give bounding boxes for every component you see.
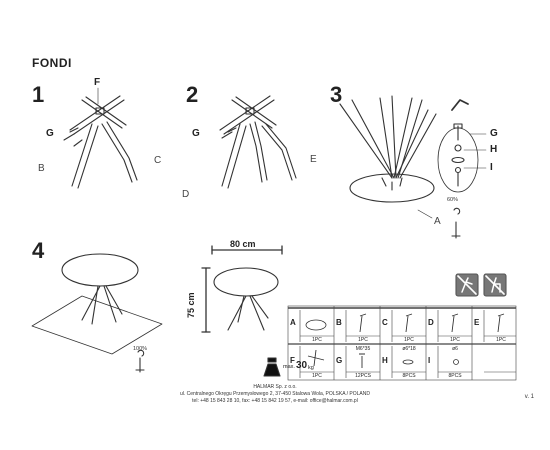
max-load-prefix: max.: [283, 364, 295, 370]
part-letter-i: I: [428, 356, 431, 365]
torque-100-percent: 100%: [133, 346, 148, 352]
part-qty-e: 1PC: [496, 337, 506, 343]
part-letter-d: D: [428, 318, 434, 327]
label-h: H: [490, 144, 498, 155]
part-spec-i: ø6: [452, 346, 458, 352]
no-sitting-icon: [483, 273, 507, 297]
label-f: F: [94, 77, 101, 88]
label-c: C: [154, 155, 162, 166]
part-qty-b: 1PC: [358, 337, 368, 343]
step-2-illustration: [219, 95, 297, 189]
label-g-step1: G: [46, 128, 54, 139]
dimension-height: 75 cm: [186, 292, 196, 318]
footer-address: ul. Centralnego Okręgu Przemysłowego 2, …: [179, 391, 370, 397]
step-3-illustration: [339, 95, 487, 239]
weight-icon: [263, 357, 281, 377]
dimension-illustration: [201, 245, 283, 333]
step-4-illustration: [31, 253, 163, 373]
step-4-number: 4: [32, 238, 45, 263]
part-qty-c: 1PC: [404, 337, 414, 343]
product-title: FONDI: [32, 56, 72, 70]
step-2-number: 2: [186, 82, 199, 107]
step-1-number: 1: [32, 82, 45, 107]
no-climbing-icon: [455, 273, 479, 297]
footer-company: HALMAR Sp. z o.o.: [253, 384, 297, 390]
part-qty-f: 1PC: [312, 373, 322, 379]
label-g-step2: G: [192, 128, 200, 139]
document-version: v. 1: [524, 394, 534, 400]
torque-60-percent: 60%: [447, 197, 459, 203]
part-letter-b: B: [336, 318, 342, 327]
part-spec-g: M6*35: [355, 346, 371, 352]
part-qty-g: 12PCS: [355, 373, 371, 379]
label-e: E: [310, 154, 317, 165]
part-letter-h: H: [382, 356, 388, 365]
dimension-width: 80 cm: [230, 239, 256, 249]
part-qty-d: 1PC: [450, 337, 460, 343]
part-qty-i: 8PCS: [448, 373, 462, 379]
max-load-unit: kg: [308, 365, 314, 371]
part-letter-e: E: [474, 318, 480, 327]
part-letter-a: A: [290, 318, 296, 327]
part-letter-g: G: [336, 356, 343, 365]
part-spec-h: ø6*18: [402, 346, 416, 352]
parts-table: [287, 305, 517, 381]
step-1-illustration: [63, 87, 138, 189]
label-i: I: [490, 162, 493, 173]
part-letter-c: C: [382, 318, 388, 327]
step-3-number: 3: [330, 82, 343, 107]
part-letter-f-cell: F: [290, 356, 295, 365]
part-qty-h: 8PCS: [402, 373, 416, 379]
label-g-step3: G: [490, 128, 498, 139]
part-qty-a: 1PC: [312, 337, 322, 343]
footer-contact: tel: +48 15 843 28 10, fax: +48 15 842 1…: [192, 398, 358, 404]
label-b: B: [38, 163, 45, 174]
label-d: D: [182, 189, 190, 200]
label-a: A: [434, 216, 441, 227]
max-load-value: 30: [296, 360, 308, 371]
